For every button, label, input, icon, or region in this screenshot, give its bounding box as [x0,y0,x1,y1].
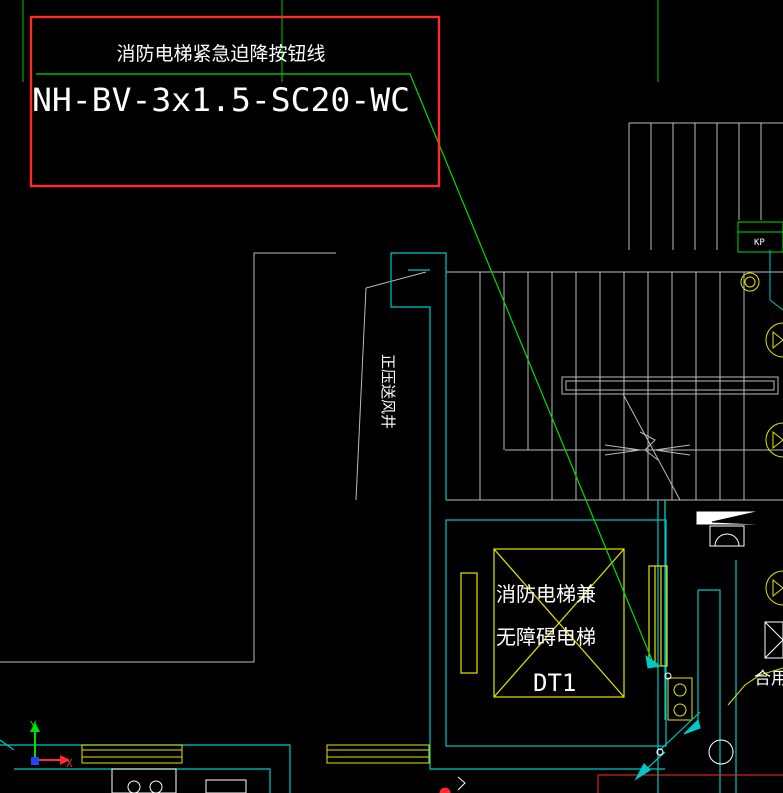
red-partial-border [439,774,783,793]
ucs-x-label: X [66,757,73,770]
yellow-wire [727,667,783,706]
ucs-icon: Y X [30,719,73,770]
ucs-y-label: Y [30,719,37,732]
doors [81,744,430,764]
highlight-box [29,15,441,188]
call-button-panel [664,672,693,721]
elevator-id: DT1 [533,669,576,697]
right-devices [696,221,783,765]
panel-label: KP [754,238,765,248]
cyan-arrows [634,711,701,781]
cable-spec: NH-BV-3x1.5-SC20-WC [32,81,410,119]
shaft-label: 正压送风井 [379,354,397,429]
fixtures [111,768,247,793]
staircase [446,122,783,501]
partial-label: 合用 [754,669,783,689]
elevator-car [460,548,668,698]
grey-walls [0,252,427,663]
annotation-title: 消防电梯紧急迫降按钮线 [116,43,325,65]
elevator-label-line1: 消防电梯兼 [496,582,596,606]
elevator-label-line2: 无障碍电梯 [496,625,596,649]
structural-walls [0,252,737,793]
wiring-leader [36,73,659,669]
reference-lines [22,0,659,82]
leader-arrow [645,654,662,669]
